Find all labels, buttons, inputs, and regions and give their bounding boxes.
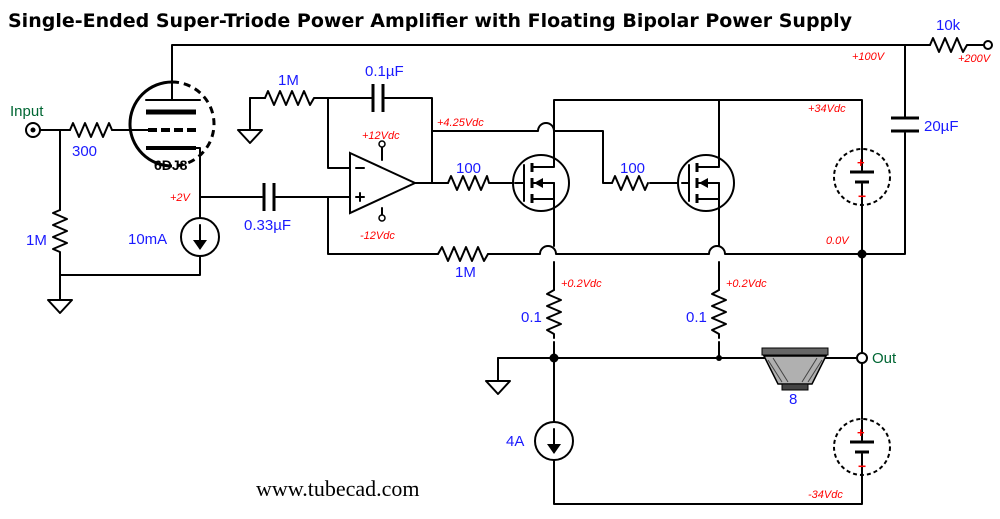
opamp-input-resistor-value: 1M — [278, 72, 299, 89]
supply-terminal — [983, 40, 993, 50]
resistors — [52, 37, 969, 339]
opamp-icon — [349, 140, 418, 222]
output-label: Out — [872, 350, 897, 367]
grid-resistor-value: 300 — [72, 143, 97, 160]
ground-icon — [47, 291, 73, 314]
mosfet-icon — [677, 149, 735, 218]
resistor-input-shunt — [52, 209, 68, 256]
opamp-pos-supply: +12Vdc — [362, 130, 400, 142]
input-shunt-resistor-value: 1M — [26, 232, 47, 249]
wires — [39, 44, 986, 505]
current-source-icon — [180, 217, 220, 257]
source2-voltage: +0.2Vdc — [726, 278, 767, 290]
mosfet-icon — [512, 149, 570, 218]
resistor-gate2 — [611, 175, 649, 191]
rail-200-voltage: +200V — [958, 53, 992, 65]
feedback-capacitor-value: 0.1µF — [365, 63, 404, 80]
ground-ref-voltage: 0.0V — [826, 235, 850, 247]
resistor-opamp-input — [264, 90, 318, 106]
capacitor-supply — [891, 116, 919, 133]
svg-text:−: − — [858, 458, 866, 474]
svg-text:−: − — [858, 188, 866, 204]
capacitors — [262, 84, 919, 211]
ground-icon — [237, 124, 263, 144]
tube-label: 6DJ8 — [154, 157, 188, 173]
ground-icon — [485, 375, 511, 395]
source2-resistor-value: 0.1 — [686, 309, 707, 326]
gate2-resistor-value: 100 — [620, 160, 645, 177]
resistor-grid — [69, 122, 117, 138]
resistor-source2 — [711, 289, 727, 339]
input-label: Input — [10, 103, 44, 120]
neg-rail-voltage: -34Vdc — [808, 489, 843, 501]
resistor-source1 — [546, 289, 562, 339]
capacitor-feedback — [371, 84, 385, 112]
output-terminal — [856, 352, 868, 364]
output-current-value: 4A — [506, 433, 524, 450]
speaker-icon — [761, 347, 829, 391]
svg-text:+: + — [857, 425, 865, 440]
supply-resistor-value: 10k — [936, 17, 961, 34]
cathode-voltage: +2V — [170, 192, 192, 204]
rail-100-voltage: +100V — [852, 51, 886, 63]
resistor-feedback — [437, 246, 493, 262]
capacitor-coupling — [262, 183, 276, 211]
coupling-capacitor-value: 0.33µF — [244, 217, 291, 234]
speaker-impedance-value: 8 — [789, 391, 797, 408]
opamp-output-voltage: +4.25Vdc — [437, 117, 484, 129]
gate1-resistor-value: 100 — [456, 160, 481, 177]
junction-dots — [549, 249, 867, 363]
website-url: www.tubecad.com — [256, 476, 420, 501]
current-source-icon — [534, 421, 574, 461]
source1-resistor-value: 0.1 — [521, 309, 542, 326]
source1-voltage: +0.2Vdc — [561, 278, 602, 290]
resistor-gate1 — [447, 175, 490, 191]
pos-rail-voltage: +34Vdc — [808, 103, 846, 115]
input-terminal — [25, 122, 41, 138]
triode-tube-icon — [124, 80, 216, 173]
feedback-resistor-value: 1M — [455, 264, 476, 281]
battery-icon: + − — [833, 418, 891, 476]
cathode-current-value: 10mA — [128, 231, 167, 248]
supply-capacitor-value: 20µF — [924, 118, 959, 135]
battery-icon: + − — [833, 147, 891, 206]
svg-text:+: + — [857, 155, 865, 170]
resistor-supply — [929, 37, 969, 53]
diagram-title: Single-Ended Super-Triode Power Amplifie… — [8, 10, 853, 32]
opamp-neg-supply: -12Vdc — [360, 230, 395, 242]
